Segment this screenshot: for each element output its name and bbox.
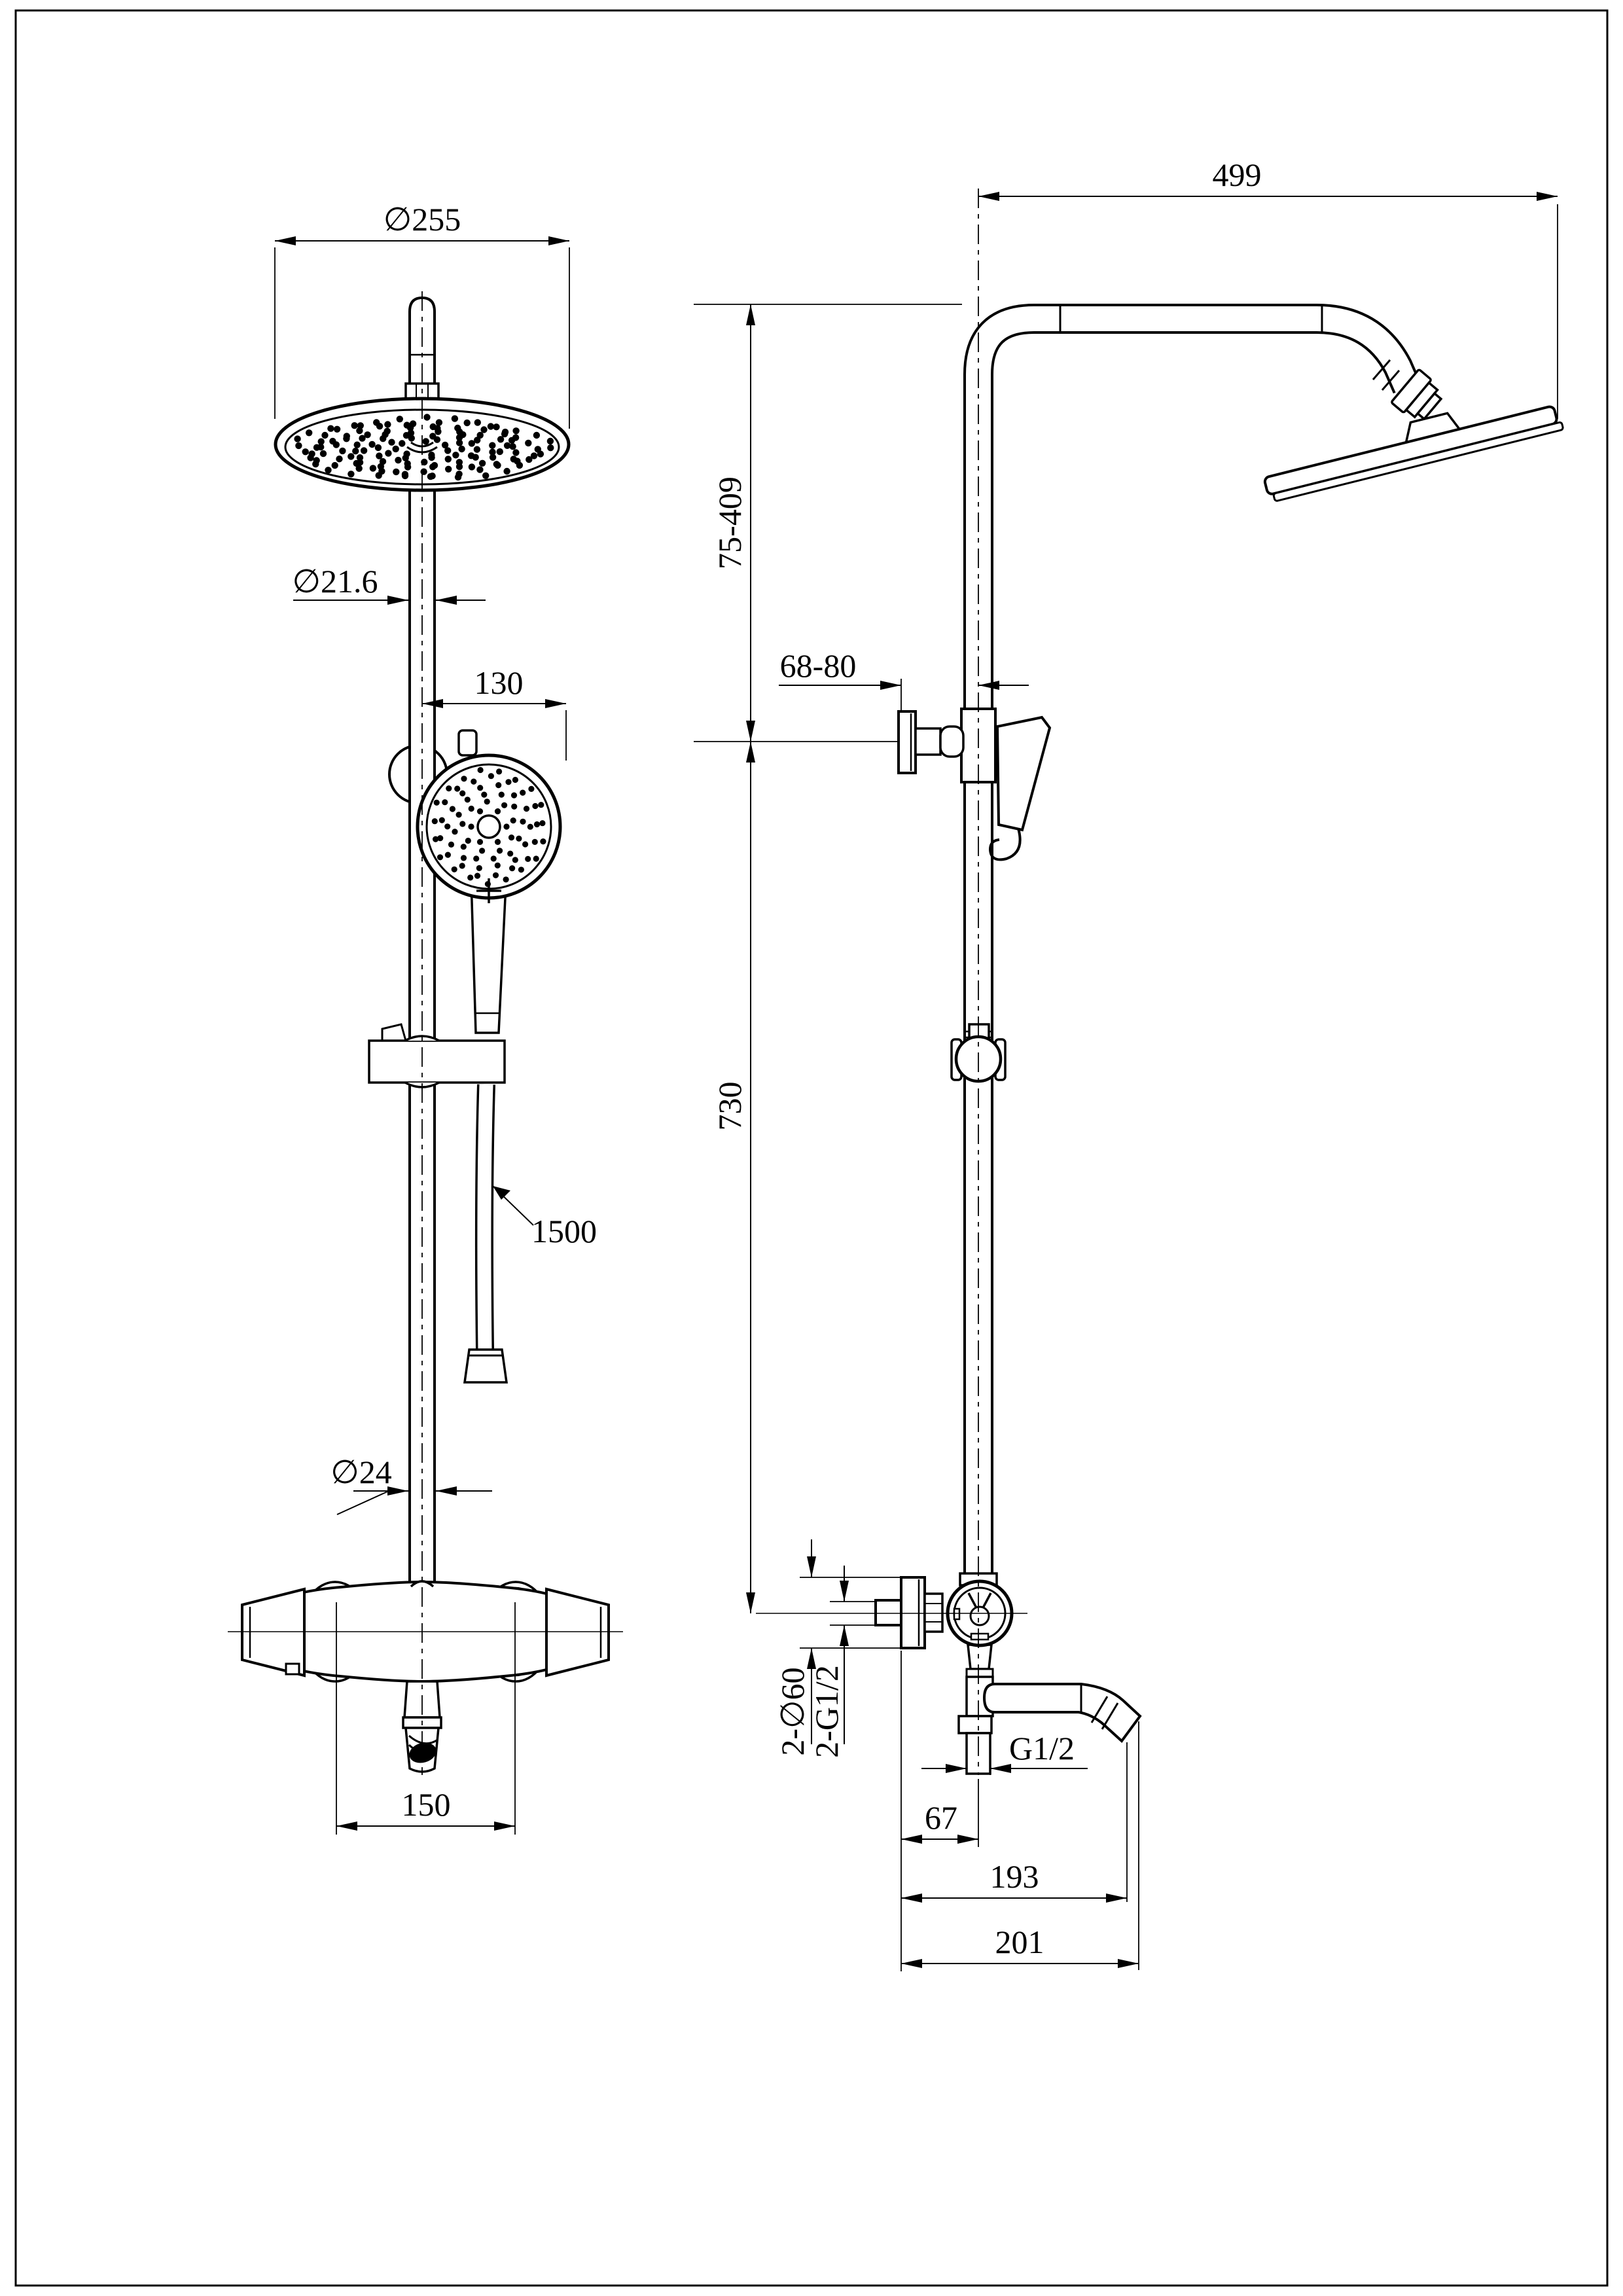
elbow-joint: [1372, 359, 1391, 380]
handshower-nozzles: [431, 766, 546, 888]
dim-adjust-range-label: 75-409: [711, 476, 748, 569]
valve-neck-band: [965, 1668, 994, 1678]
dim-escutcheons-label: 2-∅60: [774, 1667, 811, 1755]
safety-button: [285, 1662, 300, 1676]
dim-arrows: [901, 1835, 978, 1844]
dim-handshower-offset-label: 130: [474, 664, 524, 701]
valve-notch: [953, 1607, 961, 1621]
side-view: 499 75-409 730 68-80 2-∅60 2-G1/2: [694, 156, 1564, 1971]
spout-facet: [1090, 1696, 1109, 1723]
dim-slide-bar-label: 730: [711, 1082, 748, 1131]
handshower-center-hole: [476, 814, 501, 839]
dim-outlet-thread-label: G1/2: [1009, 1730, 1075, 1767]
valve-lever-knob: [969, 1605, 990, 1626]
wall-hex-nut: [923, 1592, 944, 1633]
dim-head-diameter-label: ∅255: [383, 201, 461, 238]
dim-spout-overall-label: 201: [995, 1924, 1044, 1960]
escutcheon: [900, 1576, 926, 1649]
leader-line: [336, 1491, 388, 1515]
bracket-hook: [457, 729, 478, 757]
valve-neck: [967, 1643, 993, 1670]
rain-head-nozzles: [294, 414, 554, 481]
valve-mark: [970, 1632, 990, 1641]
bracket-stem: [914, 727, 942, 756]
spout-facet: [1101, 1702, 1119, 1730]
head-connector-nut: [1391, 368, 1443, 421]
head-face: [1272, 421, 1564, 502]
spout-side: [982, 1683, 1142, 1743]
right-valve-cap: [545, 1587, 610, 1677]
front-view: ∅255 ∅21.6 130 1500 ∅24 150: [228, 201, 623, 1835]
hose-connector: [463, 1348, 508, 1384]
handshower-side: [988, 715, 1052, 861]
dim-arm-reach-label: 499: [1213, 156, 1262, 193]
dim-arrows: [946, 1764, 1011, 1773]
dim-inlet-threads-label: 2-G1/2: [808, 1665, 845, 1758]
wall-inlet-fitting: [874, 1599, 902, 1626]
hose-body: [477, 1084, 493, 1350]
dim-arrows: [807, 1556, 816, 1669]
leader-arrow: [493, 1186, 510, 1200]
bracket-flange: [897, 710, 917, 774]
dim-riser-diameter-label: ∅21.6: [292, 563, 378, 600]
handshower-side-body: [995, 715, 1052, 832]
dim-wall-to-pole-label: 68-80: [780, 647, 857, 684]
clamp-lever: [381, 1023, 407, 1042]
head-slab: [1263, 405, 1558, 495]
dim-outlet-offset-label: 67: [925, 1799, 957, 1836]
slide-clamp-front: [368, 1039, 506, 1084]
riser-arm-body: [966, 306, 1419, 1581]
riser-arm-outline: [963, 304, 1421, 1581]
dim-arrows: [336, 1821, 515, 1831]
drawing-border: [14, 9, 1609, 2287]
outlet-nut: [957, 1715, 993, 1734]
elbow-joint: [1381, 370, 1400, 391]
dim-arrows: [387, 596, 457, 605]
dim-valve-spacing-label: 150: [402, 1786, 451, 1823]
handshower-hook: [988, 828, 1022, 861]
dim-lower-pipe-diameter-label: ∅24: [330, 1454, 392, 1490]
left-valve-cap: [241, 1587, 306, 1677]
bracket-nut: [939, 725, 965, 758]
dim-arrows: [840, 1581, 849, 1646]
dim-hose-length-label: 1500: [531, 1213, 597, 1249]
dim-spout-reach-label: 193: [990, 1858, 1039, 1895]
rain-head-side: [1263, 405, 1564, 502]
dim-arrows: [387, 1486, 457, 1496]
spout-outlet: [409, 1742, 437, 1763]
